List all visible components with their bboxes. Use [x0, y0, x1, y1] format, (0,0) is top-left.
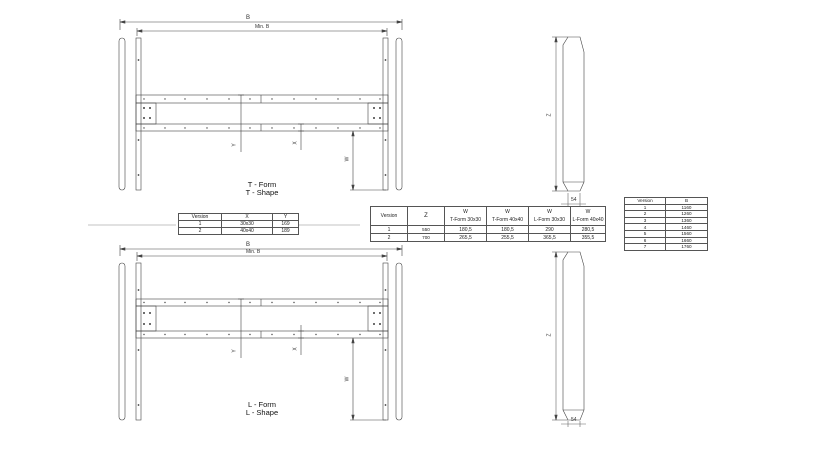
table-header-row: Version X Y	[178, 213, 299, 221]
table-cell: 550	[407, 225, 445, 234]
table-cell: 180,5	[486, 225, 529, 234]
table-header-row: Version B	[624, 197, 708, 205]
top-side-dim-z-label: Z	[546, 113, 553, 117]
bottom-frame-view	[118, 245, 403, 421]
table-cell: 30x30	[221, 220, 273, 228]
column-header: Version	[624, 197, 666, 205]
table-cell: 169	[272, 220, 299, 228]
table-row: 1 30x30 169	[178, 220, 299, 228]
table-header-row: Version Z W T-Form 30x30 W T-Form 40x40 …	[370, 206, 606, 226]
table-row: 2 40x40 189	[178, 227, 299, 235]
table-cell: 1160	[665, 203, 708, 212]
table-cell: 1	[178, 220, 222, 228]
table-cell: 3	[624, 216, 666, 225]
table-cell: 355,5	[570, 233, 606, 242]
table-cell: 40x40	[221, 227, 273, 235]
column-header: Version	[178, 213, 222, 221]
bottom-dim-b-label: B	[246, 242, 251, 248]
bottom-side-dim-54-label: 54	[571, 417, 577, 423]
bottom-dim-min-b-label: Min. B	[246, 249, 261, 255]
table-cell: 6	[624, 236, 666, 245]
table-cell: 280,5	[570, 225, 606, 234]
table-cell: 2	[370, 233, 408, 242]
table-cell: 1760	[665, 243, 708, 251]
bottom-frame-title-line1: L - Form	[247, 400, 277, 409]
table-cell: 4	[624, 223, 666, 231]
table-cell: 700	[407, 233, 445, 242]
top-frame-view	[118, 19, 403, 191]
bottom-frame-title: L - Form L - Shape	[236, 401, 288, 417]
column-header: Version	[370, 206, 408, 226]
bottom-frame-title-line2: L - Shape	[245, 408, 279, 417]
table-cell: 2	[624, 210, 666, 218]
table-cell: 290	[528, 225, 571, 234]
table-cell: 1660	[665, 236, 708, 245]
table-cell: 180,5	[444, 225, 487, 234]
table-cell: 1	[624, 203, 666, 212]
column-header: Y	[272, 213, 299, 221]
column-header: Z	[407, 206, 445, 226]
column-header: W L-Form 30x30	[528, 206, 571, 226]
xy-dimension-table: Version X Y 1 30x30 169 2 40x40 189	[178, 213, 299, 235]
top-frame-title-line1: T - Form	[247, 180, 277, 189]
table-cell: 1560	[665, 229, 708, 238]
table-row: 2 700 265,5 255,5 365,5 355,5	[370, 233, 606, 242]
table-cell: 7	[624, 243, 666, 251]
top-side-dim-54-label: 54	[571, 197, 577, 203]
top-dim-w-label: W	[344, 156, 351, 162]
column-header: W T-Form 40x40	[486, 206, 529, 226]
bottom-dim-x-label: X	[292, 347, 299, 351]
top-dim-min-b-label: Min. B	[255, 24, 270, 30]
table-cell: 1	[370, 225, 408, 234]
top-side-view	[552, 36, 586, 207]
top-frame-title-line2: T - Shape	[245, 188, 279, 197]
table-cell: 365,5	[528, 233, 571, 242]
top-dim-x-label: X	[292, 141, 299, 145]
table-cell: 189	[272, 227, 299, 235]
top-dim-y-label: Y	[231, 143, 238, 147]
top-frame-title: T - Form T - Shape	[236, 181, 288, 197]
column-header: W T-Form 30x30	[444, 206, 487, 226]
table-cell: 5	[624, 229, 666, 238]
top-dim-b-label: B	[246, 15, 251, 21]
table-cell: 1260	[665, 210, 708, 218]
column-header: B	[665, 197, 708, 205]
bottom-side-view	[552, 251, 586, 427]
bottom-dim-w-label: W	[344, 376, 351, 382]
bottom-side-dim-z-label: Z	[546, 333, 553, 337]
table-cell: 255,5	[486, 233, 529, 242]
table-cell: 265,5	[444, 233, 487, 242]
table-row: 1 550 180,5 180,5 290 280,5	[370, 225, 606, 234]
bottom-dim-y-label: Y	[231, 349, 238, 353]
column-header: X	[221, 213, 273, 221]
z-w-dimension-table: Version Z W T-Form 30x30 W T-Form 40x40 …	[370, 206, 606, 242]
table-cell: 2	[178, 227, 222, 235]
column-header: W L-Form 40x40	[570, 206, 606, 226]
table-cell: 1460	[665, 223, 708, 231]
table-cell: 1360	[665, 216, 708, 225]
